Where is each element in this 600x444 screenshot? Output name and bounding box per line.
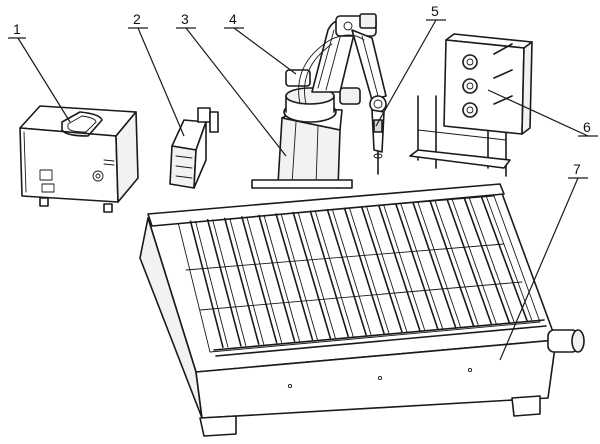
table-slat [258,214,296,342]
table-slat-edge [314,210,354,337]
callout-2: 2 [133,11,141,27]
table-slat [412,201,457,328]
table-slat-edge [331,209,372,336]
callout-1: 1 [13,21,21,37]
table-slat [326,208,367,336]
table-slat-edge [383,204,426,331]
callout-5: 5 [431,3,439,19]
robot-arm [283,13,387,175]
table-slat [360,206,403,333]
table-slat-edge [349,207,390,334]
table-slat-edge [297,212,336,339]
cutting-table [139,183,585,437]
table-slat-edge [280,213,318,340]
table-slat-edge [263,215,300,342]
control-box [19,105,139,213]
table-slat [480,195,528,322]
operation-panel [409,33,533,177]
table-slat [189,220,224,349]
callout-4: 4 [229,11,237,27]
table-slat-edge [229,217,265,345]
table-slat [429,200,475,327]
table-slat [206,219,242,347]
callout-6: 6 [583,119,591,135]
table-slat-edge [451,199,497,325]
callout-7: 7 [573,161,581,177]
table-slat [446,198,493,325]
table-slat [377,204,421,331]
table-cross-beam [185,243,505,271]
callout-3: 3 [181,11,189,27]
table-slat [463,197,510,324]
table-slat [292,211,332,339]
table-slat-edge [366,206,408,333]
table-slat [309,210,349,338]
table-slat-edge [434,200,479,326]
table-slats [185,195,533,349]
table-slat-edge [485,196,533,322]
table-slat [343,207,385,335]
table-slat [241,216,278,344]
table-slat-edge [468,197,515,323]
table-slat-edge [212,219,247,347]
table-slat-edge [246,216,283,344]
table-slat [395,203,439,330]
table-cross-beam [199,281,523,311]
table-slat-edge [195,220,229,348]
table-slat [275,213,314,341]
leader-lines [8,19,598,361]
table-slat [223,217,260,345]
table-slat-edge [400,203,444,330]
linear-slide [169,107,219,189]
table-slat-edge [417,202,461,328]
